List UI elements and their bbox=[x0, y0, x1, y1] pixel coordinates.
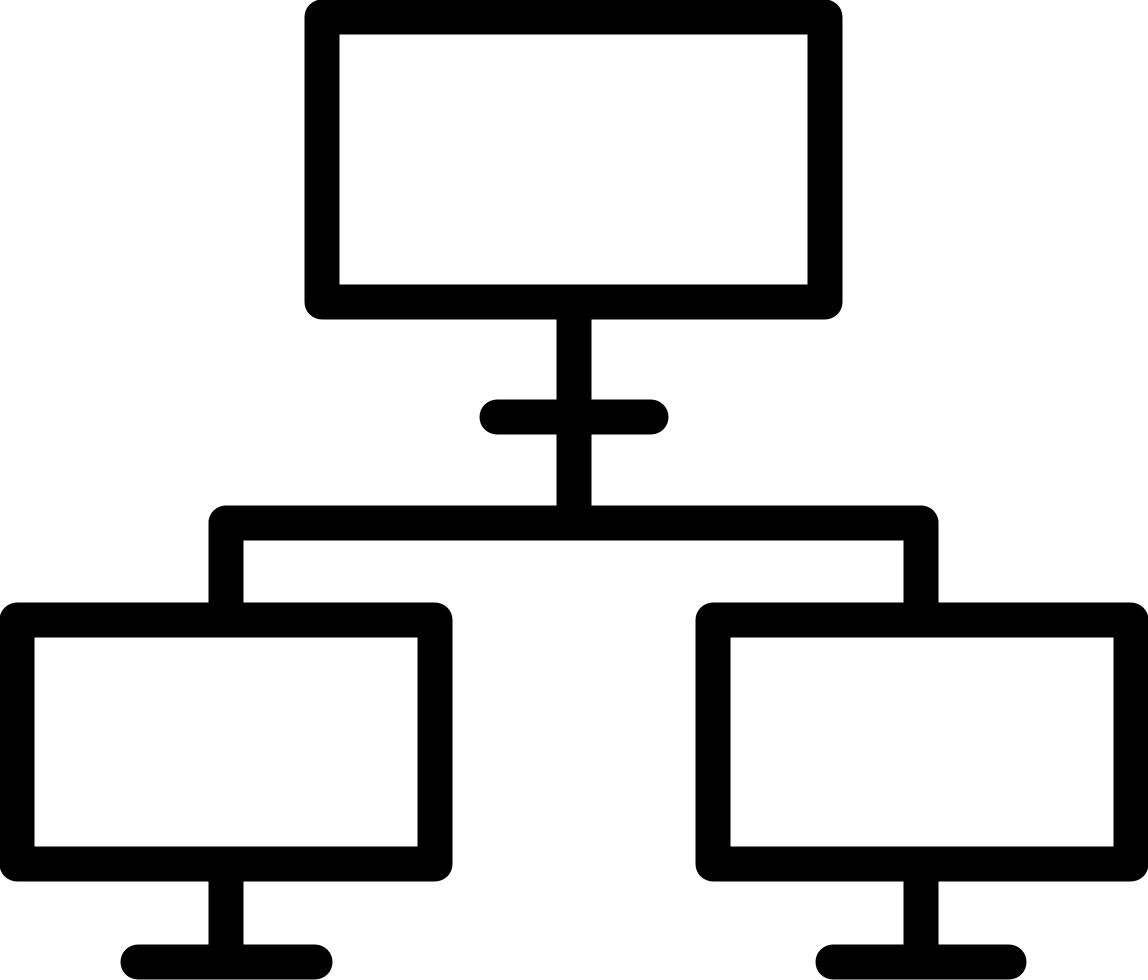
left-monitor-screen bbox=[0, 602, 453, 882]
right-monitor-screen bbox=[695, 602, 1148, 882]
top-monitor-screen bbox=[304, 0, 843, 320]
